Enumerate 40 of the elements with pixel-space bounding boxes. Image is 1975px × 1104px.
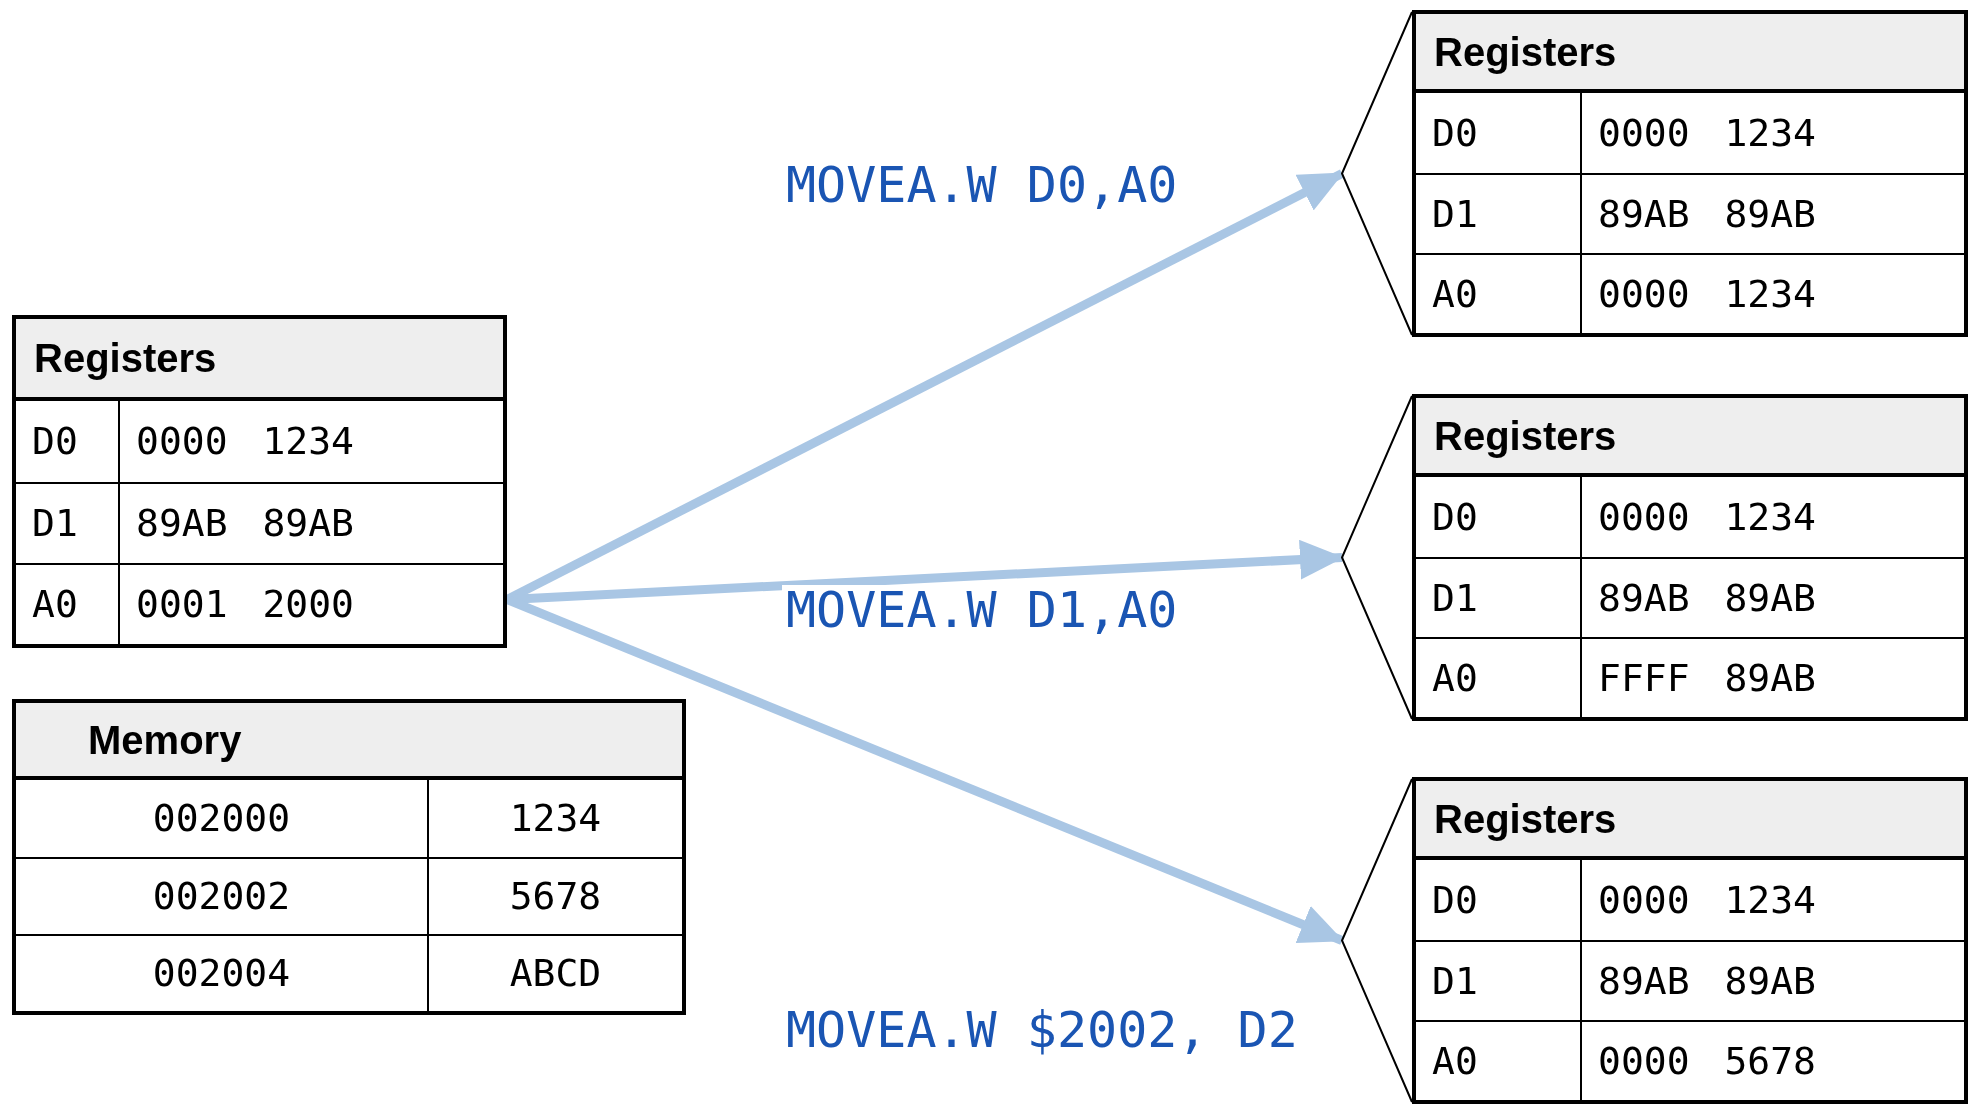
register-table	[1342, 777, 1968, 1104]
table-cell: D1	[16, 484, 120, 563]
table-header: Memory	[16, 703, 682, 780]
table-cell-text: 1234	[508, 795, 603, 842]
table-cell-text: 89AB 89AB	[1597, 574, 1817, 622]
table-cell-text: 0001 2000	[135, 581, 355, 628]
table-cell: D1	[1416, 559, 1582, 637]
table-cell: D0	[1416, 477, 1582, 557]
table-cell: D1	[1416, 942, 1582, 1020]
table-cell-text: 0000 1234	[1597, 876, 1817, 924]
table-cell-text: 89AB 89AB	[1597, 190, 1817, 238]
table-cell-text: 0000 1234	[1597, 270, 1817, 318]
register-table	[12, 699, 686, 1015]
table-cell-text: 0000 1234	[1597, 493, 1817, 541]
table-header: Registers	[1416, 398, 1964, 477]
table-cell: 002004	[16, 936, 429, 1011]
table-cell: A0	[1416, 255, 1582, 333]
table-cell: 002000	[16, 780, 429, 857]
table-cell: D0	[1416, 860, 1582, 940]
table-cell-text: FFFF 89AB	[1597, 654, 1817, 702]
table-cell: 002002	[16, 859, 429, 934]
table-cell: A0	[16, 565, 120, 644]
table-cell: A0	[1416, 639, 1582, 717]
table-header: Registers	[16, 319, 503, 401]
table-cell: A0	[1416, 1022, 1582, 1100]
register-table	[12, 315, 507, 648]
table-cell-text: 0000 5678	[1597, 1037, 1817, 1085]
table-header: Registers	[1416, 781, 1964, 860]
table-cell-text: ABCD	[508, 950, 603, 997]
table-cell-text: 89AB 89AB	[135, 500, 355, 547]
register-table	[1342, 394, 1968, 721]
table-cell-text: 0000 1234	[1597, 109, 1817, 157]
table-header: Registers	[1416, 14, 1964, 93]
table-cell: D1	[1416, 175, 1582, 253]
table-cell-text: 5678	[508, 873, 603, 920]
table-cell: D0	[1416, 93, 1582, 173]
table-cell-text: 89AB 89AB	[1597, 957, 1817, 1005]
table-cell: D0	[16, 401, 120, 482]
register-table	[1342, 10, 1968, 337]
table-cell-text: 0000 1234	[135, 418, 355, 465]
